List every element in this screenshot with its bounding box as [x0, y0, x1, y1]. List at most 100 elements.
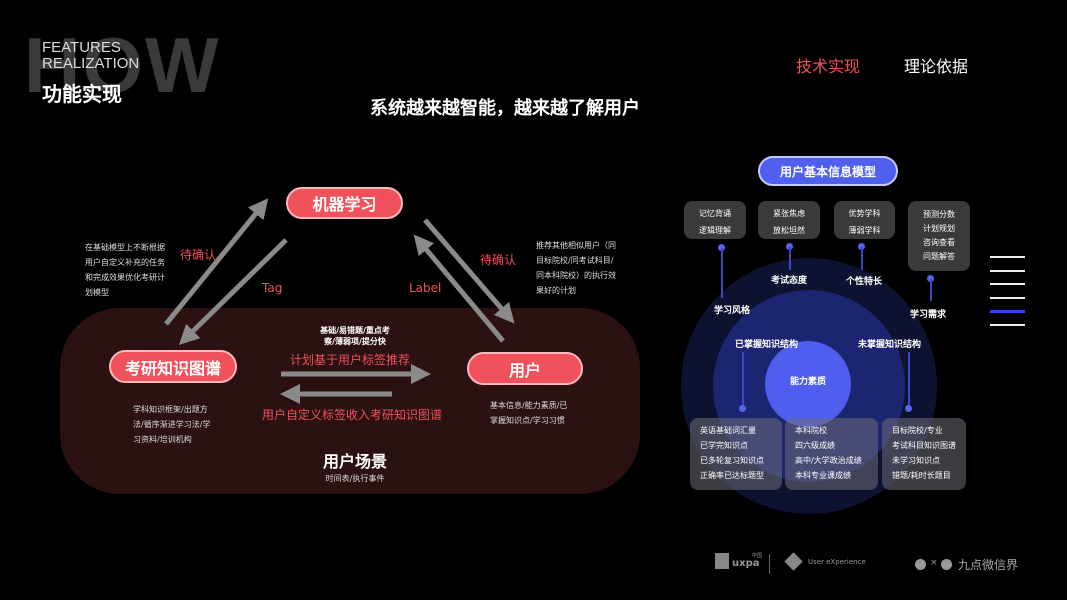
machine-learning-node: 机器学习 [286, 187, 403, 219]
box-item: 计划规划 [923, 224, 955, 233]
jiudian-logo: 九点微信界 [958, 558, 1019, 572]
note-line: 在基础模型上不断根据 [85, 243, 165, 252]
box-item: 已多轮复习知识点 [700, 456, 764, 465]
box-item: 咨询查看 [923, 238, 955, 247]
page-indicator-1[interactable] [990, 256, 1025, 258]
box-item: 放松坦然 [773, 226, 805, 235]
en-line1: FEATURES [42, 39, 121, 56]
box-item: 本科院校 [795, 426, 827, 435]
uxpa-logo: uxpa [732, 558, 760, 569]
page-indicator-active[interactable] [990, 310, 1025, 313]
note-line: 和完成效果优化考研计 [85, 273, 165, 282]
connector-line [721, 248, 723, 298]
headline: 系统越来越智能，越来越了解用户 [370, 98, 640, 119]
arrow-ml-to-kg [178, 238, 288, 345]
page-indicator-2[interactable] [990, 270, 1025, 272]
connector-dot [858, 243, 865, 250]
pending-left: 待确认 [180, 248, 217, 262]
box-item: 逻辑理解 [699, 226, 731, 235]
connector-dot [927, 275, 934, 282]
connector-dot [786, 243, 793, 250]
note-line: 用户自定义补充的任务 [85, 258, 165, 267]
label-needs: 学习需求 [910, 310, 947, 320]
note-line: 基础/易错题/重点考 [320, 326, 390, 335]
clock-icon [915, 559, 926, 570]
user-scene-area [60, 308, 640, 494]
connector-line [742, 352, 744, 406]
box-item: 未学习知识点 [892, 456, 940, 465]
note-line: 察/薄弱项/提分快 [324, 337, 386, 346]
label-label: Label [409, 281, 442, 295]
ability-box: 本科院校四六级成绩高中/大学政治成绩本科专业课成绩 [785, 418, 878, 490]
ux-logo: User eXperience [808, 558, 866, 566]
connector-dot [739, 405, 746, 412]
box-item: 错题/耗时长题目 [892, 471, 951, 480]
box-item: 薄弱学科 [848, 226, 881, 235]
box-item: 正确率已达标题型 [700, 471, 764, 480]
page-indicator-6[interactable] [990, 324, 1025, 326]
note-line: 掌握知识点/学习习惯 [490, 416, 565, 425]
tab-theory[interactable]: 理论依据 [904, 57, 969, 76]
uxpa-logo-cn: 中国 [752, 553, 763, 559]
box-item: 英语基础词汇量 [700, 426, 756, 435]
core-circle [765, 341, 851, 427]
mastered-box: 英语基础词汇量已学完知识点已多轮复习知识点正确率已达标题型 [690, 418, 782, 490]
connector-line [908, 352, 910, 406]
connector-dot [718, 244, 725, 251]
note-line: 划模型 [85, 288, 109, 297]
kg-note: 学科知识框架/出题方法/循序渐进学习法/学习资料/培训机构 [133, 402, 210, 447]
core-label: 能力素质 [789, 377, 826, 387]
user-node: 用户 [467, 352, 583, 385]
wechat-icon [941, 559, 952, 570]
box-item: 已学完知识点 [700, 441, 748, 450]
box-item: 本科专业课成绩 [795, 471, 851, 480]
arrow-ml-to-user [423, 218, 515, 324]
page-indicator-4[interactable] [990, 297, 1025, 299]
left-note: 在基础模型上不断根据用户自定义补充的任务和完成效果优化考研计划模型 [85, 240, 165, 300]
tab-tech[interactable]: 技术实现 [796, 57, 861, 76]
scene-subtitle: 时间表/执行事件 [325, 474, 385, 483]
scene-title: 用户场景 [322, 452, 387, 471]
note-line: 习资料/培训机构 [133, 435, 192, 444]
custom-tag-label: 用户自定义标签收入考研知识图谱 [262, 408, 443, 422]
en-line2: REALIZATION [42, 55, 140, 72]
box-item: 目标院校/专业 [892, 426, 943, 435]
uxpa-logo-icon [715, 553, 729, 569]
label-mastered: 已掌握知识结构 [735, 340, 799, 350]
unmastered-box: 目标院校/专业考试科目知识图谱未学习知识点错题/耗时长题目 [882, 418, 966, 490]
footer-divider [769, 554, 770, 574]
ux-logo-icon [784, 552, 803, 571]
box-item: 预测分数 [923, 210, 955, 219]
note-line: 法/循序渐进学习法/学 [133, 420, 211, 429]
specialty-box: 优势学科薄弱学科 [834, 201, 895, 239]
tag-label: Tag [262, 281, 283, 295]
box-item: 问题解答 [923, 252, 955, 261]
knowledge-graph-node: 考研知识图谱 [109, 350, 237, 383]
note-line: 基本信息/能力素质/已 [490, 401, 568, 410]
model-title: 用户基本信息模型 [758, 156, 898, 186]
tags-note: 基础/易错题/重点考察/薄弱项/提分快 [300, 325, 410, 347]
right-note: 推荐其他相似用户（同目标院校/同考试科目/同本科院校）的执行效果好的计划 [536, 238, 616, 298]
plan-recommend-label: 计划基于用户标签推荐 [290, 353, 411, 367]
arrows [164, 198, 515, 404]
background-word: HOW [24, 21, 221, 109]
label-unmastered: 未掌握知识结构 [858, 340, 922, 350]
note-line: 推荐其他相似用户（同 [536, 241, 616, 250]
arrow-kg-to-ml [164, 198, 269, 326]
times-icon: × [930, 558, 938, 568]
box-item: 记忆背诵 [699, 209, 731, 218]
label-learning-style: 学习风格 [714, 306, 751, 316]
style-box: 记忆背诵逻辑理解 [684, 201, 746, 239]
label-specialty: 个性特长 [846, 277, 883, 287]
box-item: 考试科目知识图谱 [892, 441, 956, 450]
page-indicator-3[interactable] [990, 283, 1025, 285]
connector-line [930, 279, 932, 301]
box-item: 优势学科 [848, 209, 881, 218]
box-item: 四六级成绩 [795, 441, 835, 450]
connector-line [789, 247, 791, 270]
box-item: 紧张焦虑 [773, 209, 805, 218]
attitude-box: 紧张焦虑放松坦然 [758, 201, 820, 239]
pending-right: 待确认 [480, 253, 517, 267]
note-line: 学科知识框架/出题方 [133, 405, 208, 414]
